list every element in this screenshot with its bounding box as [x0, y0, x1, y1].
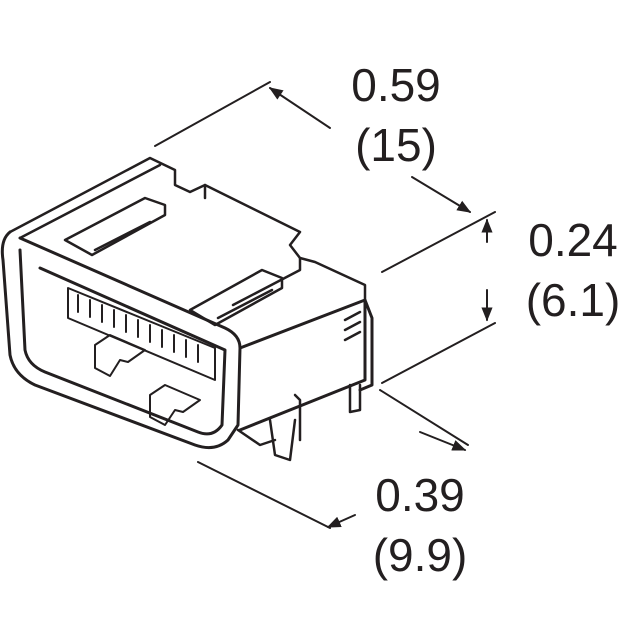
width-inches-label: 0.39	[375, 469, 465, 521]
connector-legs	[236, 310, 362, 462]
height-inches-label: 0.24	[528, 214, 618, 266]
connector-top-shell	[8, 156, 367, 327]
width-mm-label: (9.9)	[372, 529, 468, 581]
length-mm-label: (15)	[355, 119, 437, 171]
dimension-lines	[154, 81, 496, 529]
connector-front-opening	[0, 230, 374, 450]
length-inches-label: 0.59	[351, 59, 441, 111]
height-mm-label: (6.1)	[525, 274, 621, 326]
connector-contacts	[67, 287, 216, 426]
